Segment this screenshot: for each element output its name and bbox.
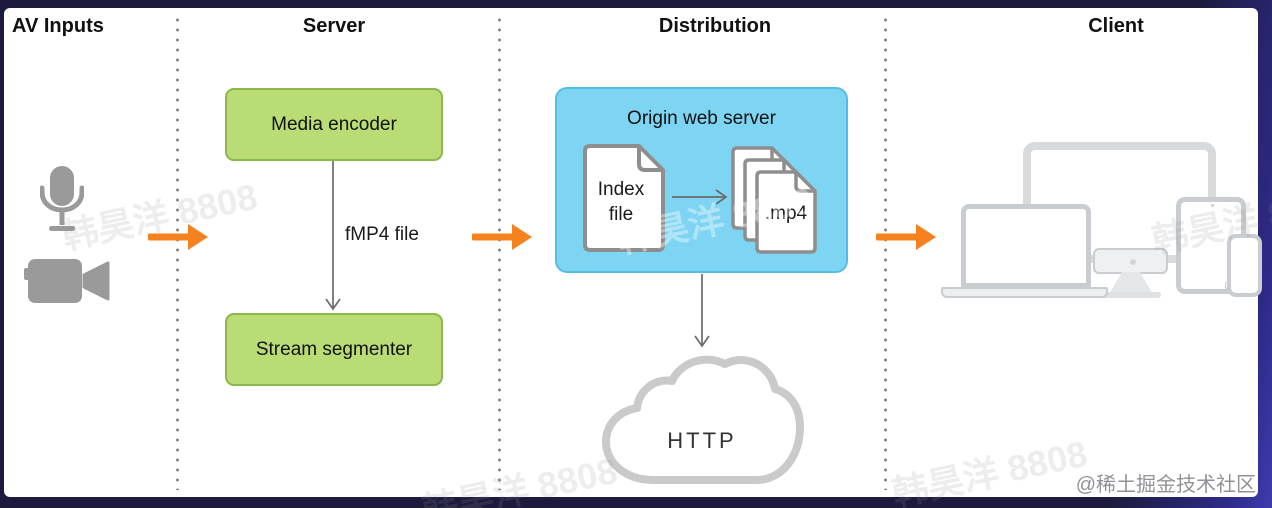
desktop-base [1101, 292, 1161, 298]
fmp4-file-label: fMP4 file [345, 224, 419, 245]
media-encoder-box: Media encoder [225, 88, 443, 161]
section-header-server: Server [302, 15, 366, 37]
laptop-base [941, 287, 1108, 298]
origin-web-server-title: Origin web server [627, 108, 776, 129]
desktop-stand [1109, 272, 1153, 294]
http-cloud-icon [602, 355, 804, 484]
section-header-distribution: Distribution [658, 15, 772, 37]
arrow-right-icon-server-to-distribution [472, 224, 532, 250]
divider-distribution-client [884, 15, 887, 490]
arrow-right-icon-index-to-mp4 [672, 189, 728, 205]
divider-av-server [176, 15, 179, 490]
stream-segmenter-box: Stream segmenter [225, 313, 443, 386]
video-camera-icon [24, 259, 110, 303]
mp4-files-icon [731, 146, 817, 254]
section-header-client: Client [1088, 15, 1144, 37]
arrow-right-icon-av-to-server [148, 224, 208, 250]
arrow-down-icon-encoder-to-segmenter [325, 161, 341, 311]
tablet-camera-dot [1211, 204, 1214, 207]
divider-server-distribution [498, 15, 501, 490]
index-file-icon [583, 144, 665, 252]
mp4-file-label: .mp4 [764, 203, 808, 224]
http-label: HTTP [667, 428, 737, 453]
arrow-right-icon-distribution-to-client [876, 224, 936, 250]
desktop-logo-dot [1130, 259, 1136, 265]
arrow-down-icon-origin-to-http [694, 274, 710, 348]
microphone-icon [40, 166, 84, 231]
section-header-av-inputs: AV Inputs [12, 15, 104, 37]
desktop-icon [1093, 248, 1168, 274]
laptop-icon [961, 204, 1091, 288]
stream-segmenter-label: Stream segmenter [255, 338, 413, 360]
media-encoder-label: Media encoder [271, 113, 397, 135]
index-file-label: Index file [597, 179, 645, 225]
phone-icon [1227, 234, 1262, 297]
site-watermark: @稀土掘金技术社区 [1075, 474, 1256, 496]
